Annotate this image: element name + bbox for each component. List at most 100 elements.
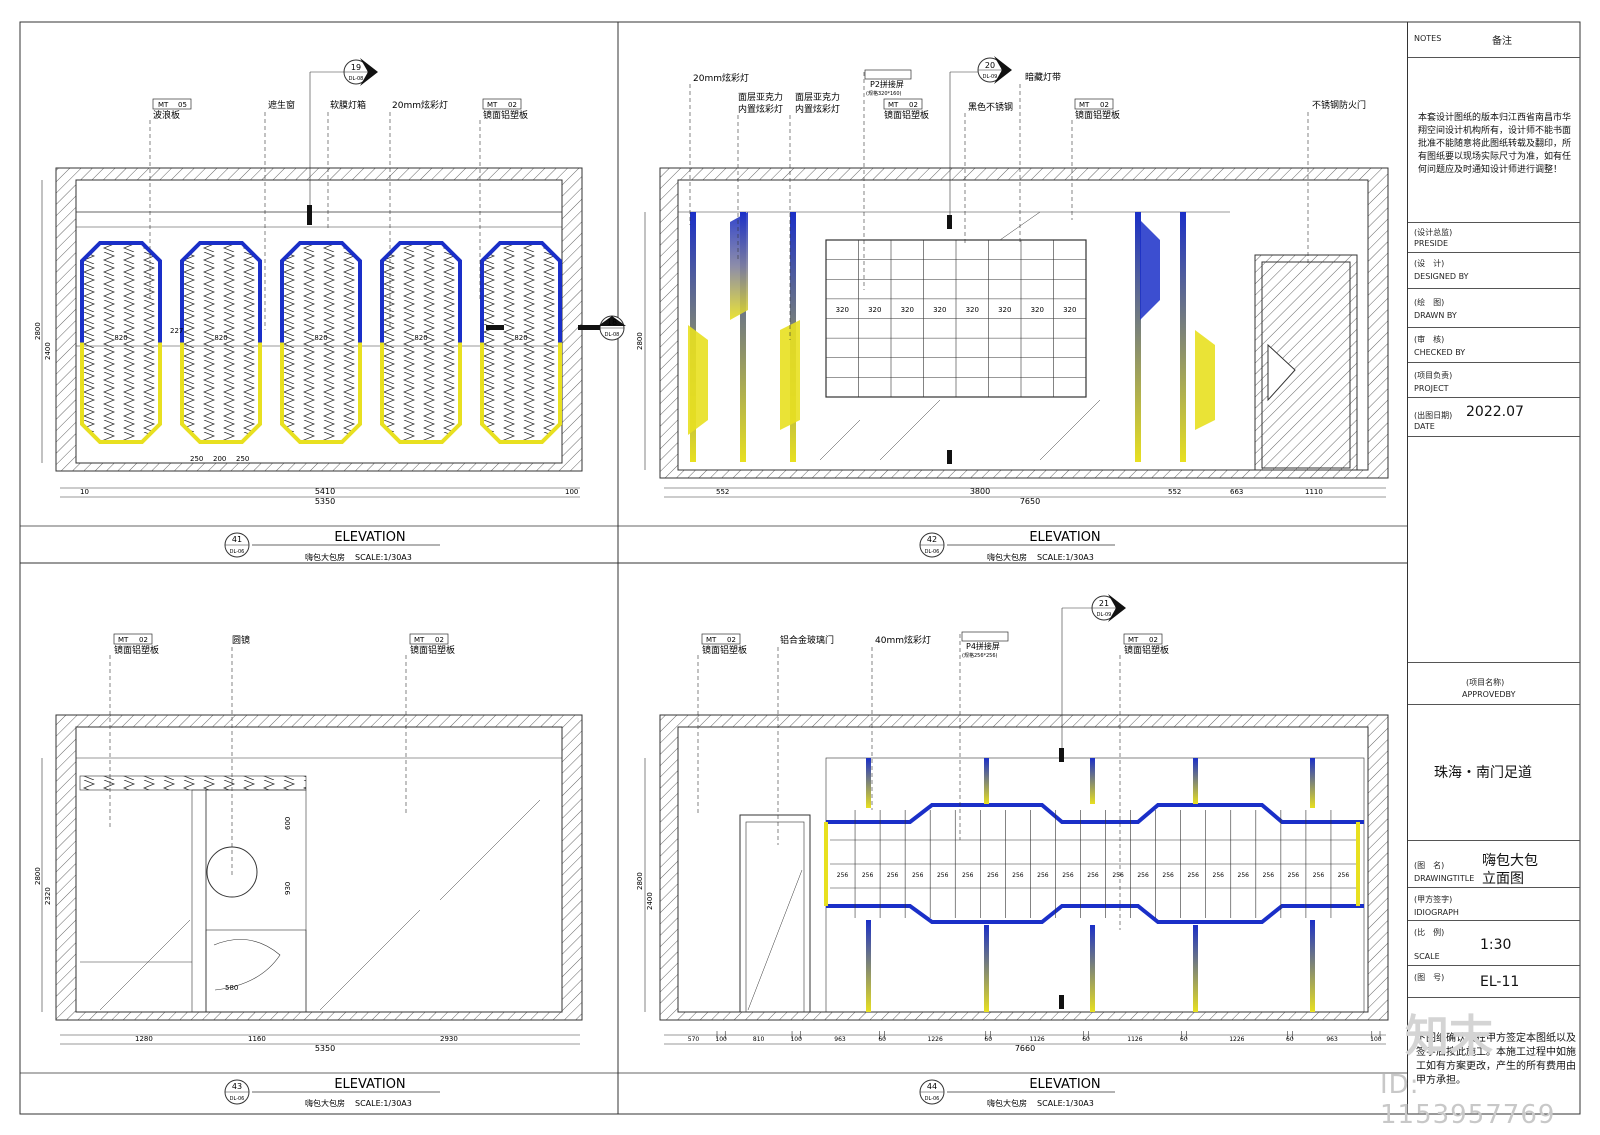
idiograph: IDIOGRAPH — [1414, 908, 1459, 917]
title-41-ref: DL-06 — [230, 549, 245, 555]
octagon-led-blue — [380, 241, 462, 343]
bottom-dim: 1126 — [1127, 1036, 1142, 1043]
title-42: 42 DL-06 ELEVATION 嗨包大包房 SCALE:1/30A3 — [919, 530, 1115, 562]
grid-cell-dim: 256 — [1087, 872, 1099, 879]
grid-cell-dim: 256 — [962, 872, 974, 879]
label-hidden-led: 暗藏灯带 — [1025, 71, 1061, 83]
label-mirror-plate-44a: 镜面铝塑板 — [702, 644, 747, 656]
label-acrylic-1a: 面层亚克力 — [738, 91, 783, 103]
approved: APPROVEDBY — [1462, 690, 1516, 699]
dim-600: 600 — [284, 817, 292, 830]
title-44-subtitle: 嗨包大包房 — [987, 1098, 1027, 1108]
octagon-led-blue — [180, 241, 262, 343]
tag-mt-c: MT — [888, 101, 899, 109]
dim-1280: 1280 — [135, 1035, 153, 1043]
dim-2400: 2400 — [44, 342, 52, 360]
dim-2800-43: 2800 — [34, 867, 42, 885]
footer-note: 下图纸确认后在甲方签定本图纸以及签字后按此施工。本施工过程中如施工如有方案更改，… — [1416, 1033, 1576, 1086]
title-43-heading: ELEVATION — [334, 1077, 405, 1092]
label-mirror-plate-42b: 镜面铝塑板 — [1075, 109, 1120, 121]
title-42-num: 42 — [927, 535, 937, 544]
scale-value: 1:30 — [1480, 937, 1512, 953]
tag-mt-d: MT — [1079, 101, 1090, 109]
label-led-20mm: 20mm炫彩灯 — [392, 99, 448, 111]
dim-2800-42: 2800 — [636, 332, 644, 350]
title-41-heading: ELEVATION — [334, 530, 405, 545]
bottom-dim: 1226 — [1229, 1036, 1244, 1043]
notes-body: 本套设计图纸的版本归江西省南昌市华翔空间设计机构所有，设计师不能书面批准不能随意… — [1418, 113, 1572, 175]
dim-200: 200 — [213, 455, 226, 463]
checked: CHECKED BY — [1414, 348, 1466, 357]
bottom-dim: 100 — [790, 1036, 802, 1043]
octagon-led-yellow — [280, 342, 362, 444]
title-44: 44 DL-06 ELEVATION 嗨包大包房 SCALE:1/30A3 — [919, 1077, 1115, 1108]
octagon-led-yellow — [180, 342, 262, 444]
title-42-subtitle: 嗨包大包房 — [987, 552, 1027, 562]
grid-cell-dim: 256 — [1263, 872, 1275, 879]
grid-cell-dim: 256 — [887, 872, 899, 879]
grid-cell-dim: 256 — [937, 872, 949, 879]
octagon-led-blue — [480, 241, 562, 343]
label-mirror-plate-43a: 镜面铝塑板 — [114, 644, 159, 656]
section-20-ref: DL-09 — [983, 74, 998, 80]
grid-cell-dim: 256 — [1338, 872, 1350, 879]
bottom-dim: 1226 — [928, 1036, 943, 1043]
tag-mt-h: MT — [1128, 636, 1139, 644]
section-21-ref: DL-09 — [1097, 612, 1112, 618]
dim-3800: 3800 — [970, 487, 990, 496]
tag-mt-e: MT — [118, 636, 129, 644]
grid-cell-dim: 256 — [912, 872, 924, 879]
label-lightbox: 软膜灯箱 — [330, 99, 366, 111]
scale-cn: (比 例) — [1414, 928, 1445, 937]
dim-250a: 250 — [190, 455, 203, 463]
grid-cell-dim: 256 — [1187, 872, 1199, 879]
octagon-led-yellow — [480, 342, 562, 444]
grid-cell-dim: 256 — [862, 872, 874, 879]
notes-label: NOTES — [1414, 34, 1442, 43]
grid-cell-dim: 256 — [1238, 872, 1250, 879]
section-18: 18 — [607, 318, 617, 327]
title-44-heading: ELEVATION — [1029, 1077, 1100, 1092]
label-wave-panel: 波浪板 — [153, 109, 180, 121]
grid-cell-dim: 320 — [966, 306, 979, 314]
label-round-mirror: 圆镜 — [232, 634, 250, 646]
octagon-width-dim: 820 — [214, 334, 227, 342]
bottom-dim: 810 — [753, 1036, 765, 1043]
octagon-led-blue — [280, 241, 362, 343]
date-value: 2022.07 — [1466, 404, 1524, 420]
label-led-20mm-42: 20mm炫彩灯 — [693, 72, 749, 84]
dim-552a: 552 — [716, 488, 729, 496]
grid-cell-dim: 320 — [868, 306, 881, 314]
title-44-num: 44 — [927, 1082, 937, 1091]
number-value: EL-11 — [1480, 974, 1520, 990]
bottom-dim: 963 — [1326, 1036, 1338, 1043]
grid-cell-dim: 256 — [1037, 872, 1049, 879]
title-41-scale: SCALE:1/30A3 — [355, 553, 412, 562]
tag-mt: MT — [158, 101, 169, 109]
grid-cell-dim: 256 — [1213, 872, 1225, 879]
grid-cell-dim: 320 — [1063, 306, 1076, 314]
octagon-panel-fill — [182, 243, 260, 442]
dim-5350-43: 5350 — [315, 1044, 335, 1053]
tag-no-g: 02 — [727, 636, 736, 644]
scale: SCALE — [1414, 952, 1440, 961]
octagon-width-dim: 820 — [414, 334, 427, 342]
panel-titles: 41 DL-06 ELEVATION 嗨包大包房 SCALE:1/30A3 42… — [224, 530, 1115, 1108]
date: DATE — [1414, 422, 1435, 431]
label-p2-spec: (规格320*160) — [866, 90, 902, 97]
title-43-num: 43 — [232, 1082, 242, 1091]
tag-no-e: 02 — [139, 636, 148, 644]
checked-cn: (审 核) — [1414, 335, 1445, 344]
label-mirror-plate-44b: 镜面铝塑板 — [1124, 644, 1169, 656]
label-mirror-plate: 镜面铝塑板 — [483, 109, 528, 121]
tag-no: 05 — [178, 101, 187, 109]
tag-no-d: 02 — [1100, 101, 1109, 109]
tag-mt-b: MT — [487, 101, 498, 109]
dim-2930: 2930 — [440, 1035, 458, 1043]
octagon-width-dim: 820 — [314, 334, 327, 342]
watermark-logo: 知末 — [1405, 1011, 1493, 1062]
section-21: 21 — [1099, 599, 1109, 608]
dim-2800: 2800 — [34, 322, 42, 340]
grid-cell-dim: 256 — [1012, 872, 1024, 879]
